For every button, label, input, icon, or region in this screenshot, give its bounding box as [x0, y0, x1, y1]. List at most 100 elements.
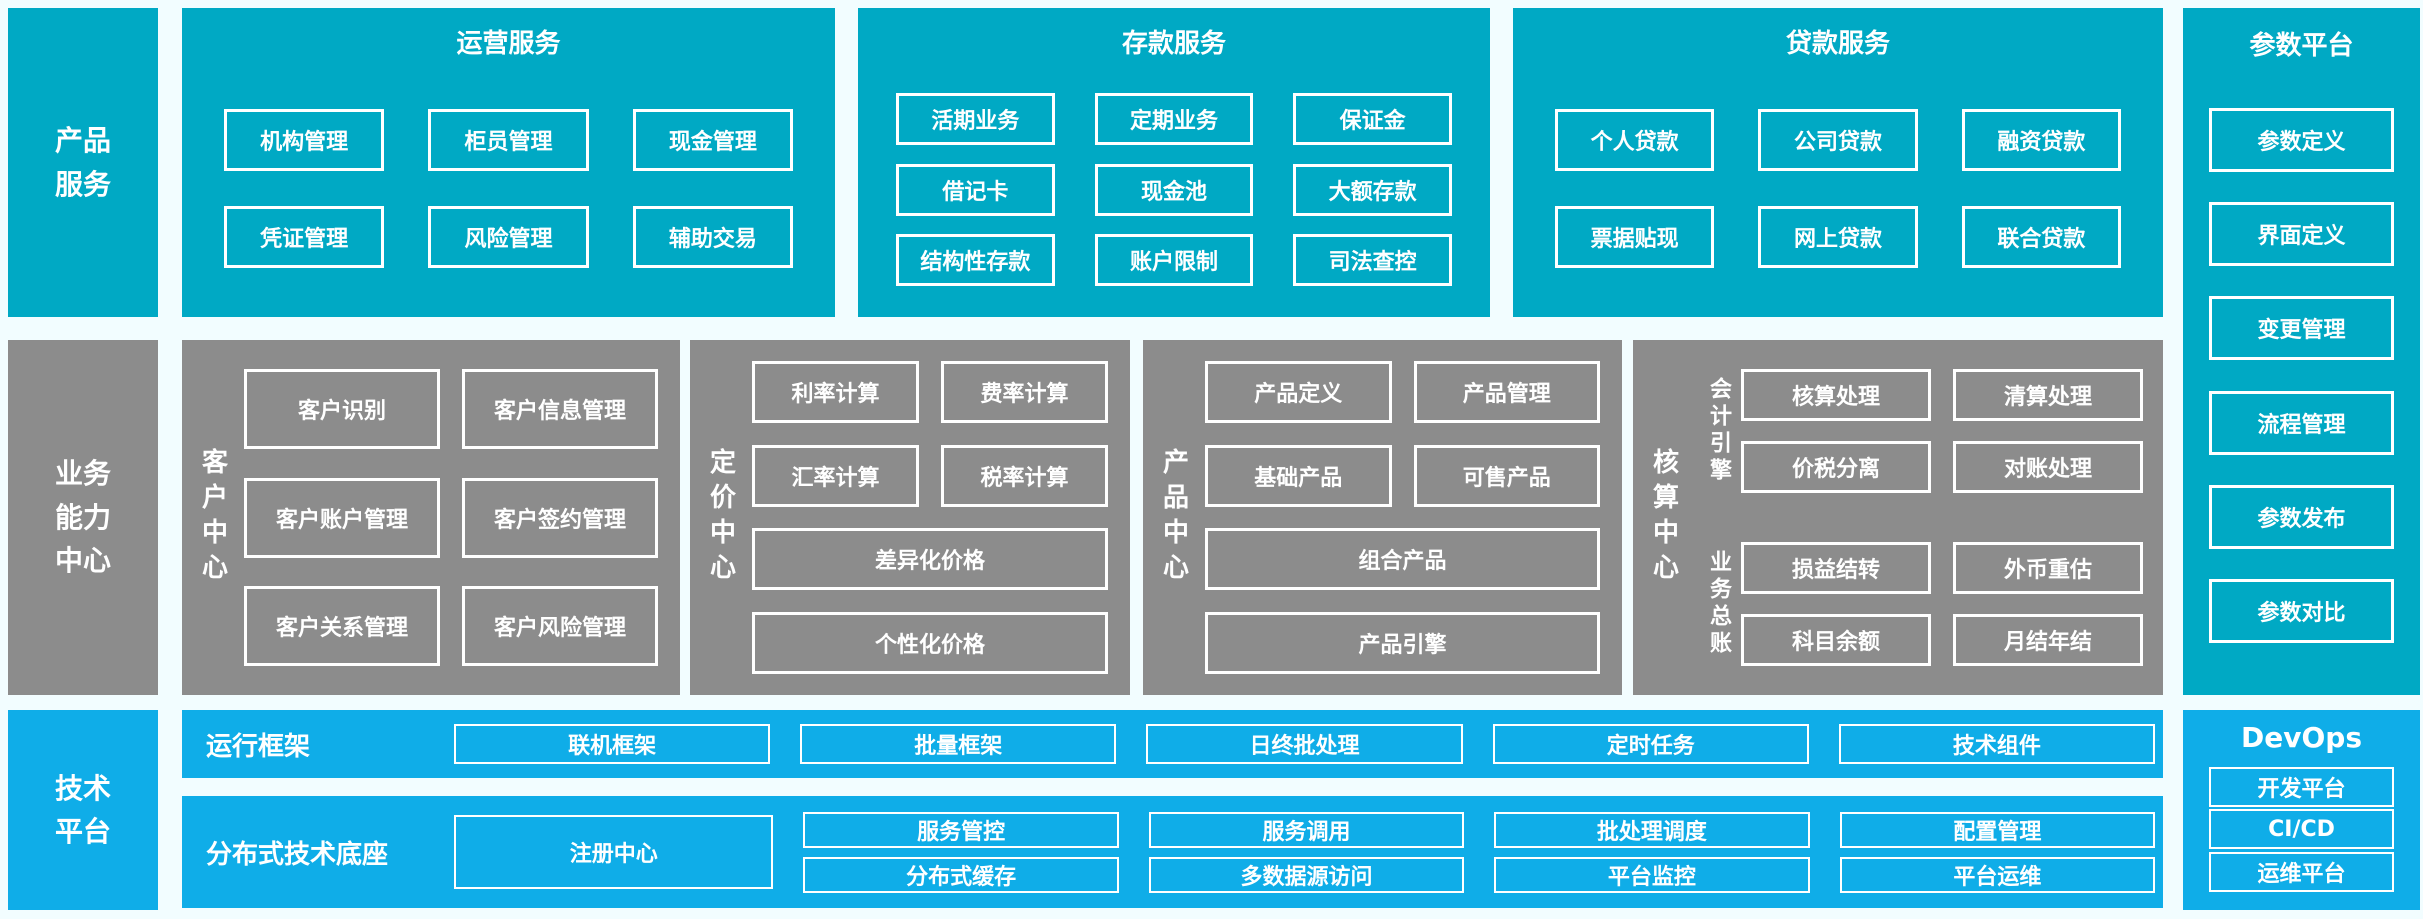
- loan-service-box: 联合贷款: [1961, 206, 2121, 268]
- runtime-box: 联机框架: [454, 724, 771, 764]
- pricing-capability-box: 差异化价格: [752, 528, 1108, 591]
- section-title: DevOps: [2241, 720, 2362, 754]
- business-ledger-grid: 损益结转 外币重估 科目余额 月结年结: [1741, 522, 2143, 687]
- distributed-box: 批处理调度: [1494, 811, 1810, 848]
- parameter-box: 参数对比: [2209, 578, 2394, 643]
- tech-platform-rail-label: 技术 平台: [8, 710, 158, 910]
- deposit-service-box: 结构性存款: [896, 234, 1055, 287]
- parameter-box: 界面定义: [2209, 202, 2394, 267]
- distributed-column: 服务管控 分布式缓存: [803, 811, 1119, 893]
- business-ledger-group: 业务总账 损益结转 外币重估 科目余额 月结年结: [1695, 522, 2143, 687]
- section-title: 运营服务: [456, 28, 561, 59]
- product-capability-box: 组合产品: [1205, 528, 1600, 591]
- distributed-box: 多数据源访问: [1148, 856, 1465, 893]
- product-capability-box: 可售产品: [1413, 444, 1600, 507]
- pricing-capability-box: 费率计算: [941, 361, 1108, 424]
- runtime-box: 技术组件: [1838, 724, 2156, 764]
- accounting-capability-box: 月结年结: [1953, 614, 2143, 667]
- distributed-column: 配置管理 平台运维: [1839, 811, 2156, 893]
- registry-center-box: 注册中心: [454, 815, 774, 889]
- parameter-box: 流程管理: [2209, 390, 2394, 455]
- parameter-box: 变更管理: [2209, 296, 2394, 361]
- loan-service-box: 融资贷款: [1961, 109, 2121, 171]
- devops-section: DevOps 开发平台 CI/CD 运维平台: [2183, 710, 2420, 910]
- loan-grid: 个人贷款 公司贷款 融资贷款 票据贴现 网上贷款 联合贷款: [1513, 74, 2163, 317]
- operations-services-section: 运营服务 机构管理 柜员管理 现金管理 凭证管理 风险管理 辅助交易: [182, 8, 835, 317]
- distributed-box: 服务调用: [1148, 811, 1465, 848]
- customer-center-vertical-label: 客户中心: [197, 447, 228, 588]
- distributed-tech-base-bar: 分布式技术底座 注册中心 服务管控 分布式缓存 服务调用 多数据源访问 批处理调…: [182, 796, 2163, 908]
- deposit-service-box: 现金池: [1094, 163, 1254, 216]
- ops-service-box: 凭证管理: [224, 206, 385, 268]
- pricing-capability-box: 税率计算: [941, 444, 1108, 507]
- distributed-column: 服务调用 多数据源访问: [1148, 811, 1465, 893]
- product-services-rail-label: 产品 服务: [8, 8, 158, 317]
- accounting-engine-vertical-label: 会计引擎: [1706, 376, 1731, 485]
- customer-capability-box: 客户签约管理: [462, 477, 658, 558]
- accounting-capability-box: 科目余额: [1741, 614, 1931, 667]
- deposit-service-box: 借记卡: [896, 163, 1055, 216]
- product-center-section: 产品中心 产品定义 产品管理 基础产品 可售产品 组合产品 产品引擎: [1143, 340, 1622, 695]
- accounting-capability-box: 价税分离: [1741, 440, 1931, 493]
- runtime-box: 定时任务: [1492, 724, 1809, 764]
- runtime-box: 日终批处理: [1146, 724, 1463, 764]
- accounting-engine-grid: 核算处理 清算处理 价税分离 对账处理: [1741, 348, 2143, 513]
- distributed-column: 批处理调度 平台监控: [1494, 811, 1810, 893]
- distributed-box: 分布式缓存: [803, 856, 1119, 893]
- accounting-capability-box: 外币重估: [1953, 541, 2143, 594]
- accounting-center-section: 核算中心 会计引擎 核算处理 清算处理 价税分离 对账处理 业务总账 损益结转 …: [1633, 340, 2163, 695]
- deposit-service-box: 保证金: [1293, 92, 1452, 145]
- accounting-groups: 会计引擎 核算处理 清算处理 价税分离 对账处理 业务总账 损益结转 外币重估 …: [1695, 340, 2163, 695]
- ops-service-box: 机构管理: [224, 109, 385, 171]
- customer-capability-box: 客户信息管理: [462, 368, 658, 449]
- customer-capability-box: 客户识别: [244, 368, 440, 449]
- deposit-service-box: 活期业务: [896, 92, 1055, 145]
- pricing-center-vertical-label: 定价中心: [705, 447, 736, 588]
- loan-services-section: 贷款服务 个人贷款 公司贷款 融资贷款 票据贴现 网上贷款 联合贷款: [1513, 8, 2163, 317]
- section-title: 存款服务: [1121, 28, 1226, 59]
- accounting-capability-box: 损益结转: [1741, 541, 1931, 594]
- deposit-service-box: 账户限制: [1094, 234, 1254, 287]
- runtime-framework-label: 运行框架: [206, 731, 311, 762]
- runtime-framework-bar: 运行框架 联机框架 批量框架 日终批处理 定时任务 技术组件: [182, 710, 2163, 778]
- product-grid: 产品定义 产品管理 基础产品 可售产品 组合产品 产品引擎: [1205, 340, 1622, 695]
- loan-service-box: 票据贴现: [1555, 206, 1715, 268]
- customer-capability-box: 客户关系管理: [244, 586, 440, 667]
- pricing-capability-box: 利率计算: [752, 361, 919, 424]
- product-capability-box: 产品管理: [1413, 361, 1600, 424]
- deposit-service-box: 司法查控: [1293, 234, 1452, 287]
- deposit-grid: 活期业务 定期业务 保证金 借记卡 现金池 大额存款 结构性存款 账户限制 司法…: [858, 74, 1490, 317]
- devops-box: 开发平台: [2209, 766, 2394, 807]
- product-capability-box: 产品引擎: [1205, 611, 1600, 674]
- devops-boxes: 开发平台 CI/CD 运维平台: [2183, 764, 2420, 910]
- pricing-grid: 利率计算 费率计算 汇率计算 税率计算 差异化价格 个性化价格: [752, 340, 1130, 695]
- distributed-tech-base-label: 分布式技术底座: [206, 839, 389, 870]
- distributed-box: 服务管控: [803, 811, 1119, 848]
- deposit-service-box: 定期业务: [1094, 92, 1254, 145]
- ops-service-box: 柜员管理: [428, 109, 589, 171]
- runtime-box: 批量框架: [800, 724, 1117, 764]
- parameter-platform-section: 参数平台 参数定义 界面定义 变更管理 流程管理 参数发布 参数对比: [2183, 8, 2420, 695]
- devops-box: 运维平台: [2209, 851, 2394, 892]
- pricing-capability-box: 汇率计算: [752, 444, 919, 507]
- business-ledger-vertical-label: 业务总账: [1706, 550, 1731, 659]
- runtime-framework-boxes: 联机框架 批量框架 日终批处理 定时任务 技术组件: [454, 724, 2163, 764]
- devops-box: CI/CD: [2209, 809, 2394, 849]
- customer-capability-box: 客户风险管理: [462, 586, 658, 667]
- section-title: 贷款服务: [1785, 28, 1890, 59]
- customer-center-section: 客户中心 客户识别 客户信息管理 客户账户管理 客户签约管理 客户关系管理 客户…: [182, 340, 680, 695]
- distributed-box: 平台监控: [1494, 856, 1810, 893]
- loan-service-box: 个人贷款: [1555, 109, 1715, 171]
- loan-service-box: 公司贷款: [1758, 109, 1918, 171]
- distributed-box: 配置管理: [1839, 811, 2156, 848]
- accounting-engine-group: 会计引擎 核算处理 清算处理 价税分离 对账处理: [1695, 348, 2143, 513]
- product-center-vertical-label: 产品中心: [1158, 447, 1189, 588]
- parameter-platform-boxes: 参数定义 界面定义 变更管理 流程管理 参数发布 参数对比: [2183, 78, 2420, 695]
- business-capability-rail-label: 业务 能力 中心: [8, 340, 158, 695]
- pricing-capability-box: 个性化价格: [752, 611, 1108, 674]
- section-title: 参数平台: [2249, 30, 2354, 61]
- ops-service-box: 辅助交易: [632, 206, 793, 268]
- pricing-center-section: 定价中心 利率计算 费率计算 汇率计算 税率计算 差异化价格 个性化价格: [690, 340, 1130, 695]
- product-capability-box: 基础产品: [1205, 444, 1392, 507]
